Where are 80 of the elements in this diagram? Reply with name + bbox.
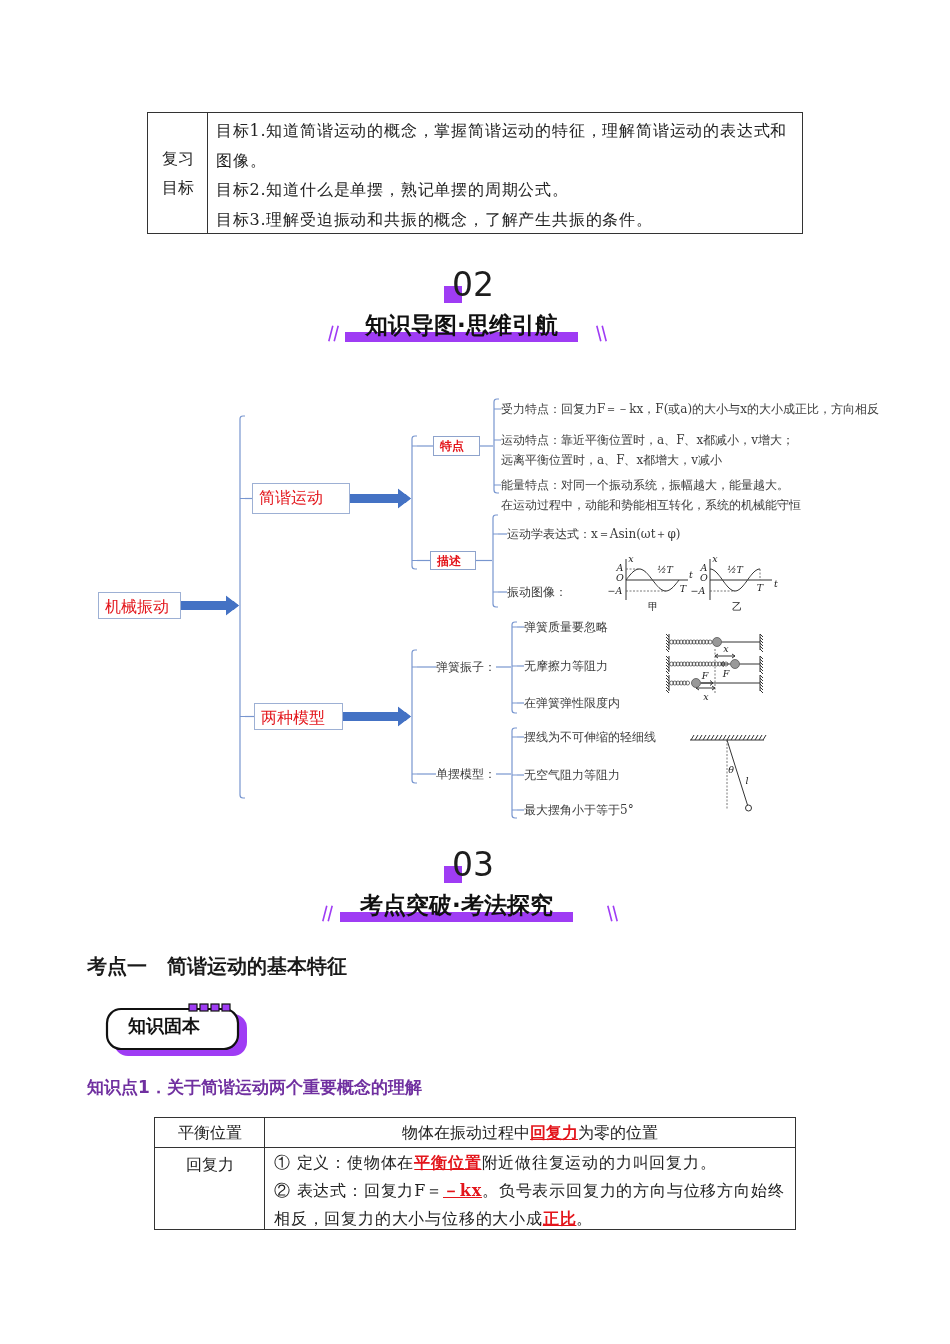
- bracket: [411, 435, 417, 570]
- block-arrow: [343, 706, 411, 727]
- connector-line: [479, 445, 494, 447]
- connector-line: [244, 497, 253, 500]
- bracket: [511, 621, 517, 714]
- tick-label: T: [756, 583, 764, 593]
- connector-line: [516, 774, 525, 776]
- connector-line: [495, 666, 512, 668]
- connector-line: [416, 773, 437, 775]
- block-arrow: [181, 595, 239, 616]
- tick-label: ½T: [727, 565, 743, 575]
- connector-line: [516, 702, 525, 704]
- connector-line: [475, 559, 493, 562]
- note-text: 单摆模型：: [436, 764, 496, 784]
- displacement-label: x: [723, 644, 729, 654]
- section-heading: 考点突破·考法探究: [340, 891, 573, 922]
- angle-label: θ: [728, 765, 734, 775]
- connector-line: [497, 591, 508, 593]
- topic-heading: 考点一 简谐运动的基本特征: [87, 953, 347, 979]
- topic-box: 机械振动: [98, 592, 181, 619]
- connector-line: [516, 665, 525, 667]
- note-text: 在运动过程中，动能和势能相互转化，系统的机械能守恒: [501, 497, 801, 514]
- connector-line: [497, 533, 508, 535]
- header-cell: 回复力: [154, 1147, 265, 1230]
- note-text: 最大摆角小于等于5°: [524, 800, 634, 820]
- note-text: 受力特点：回复力F＝－kx，F(或a)的大小与x的大小成正比，方向相反: [501, 399, 879, 419]
- bracket: [511, 727, 517, 819]
- bracket: [239, 415, 245, 799]
- connector-line: [416, 666, 437, 668]
- tick-label: A: [700, 563, 708, 573]
- graph-caption: 乙: [732, 600, 742, 612]
- topic-box: 简谐运动: [252, 483, 350, 514]
- length-label: l: [745, 776, 749, 786]
- connector-line: [498, 408, 502, 410]
- bracket: [492, 514, 498, 608]
- bracket: [493, 398, 499, 494]
- note-text: 无空气阻力等阻力: [524, 765, 620, 785]
- bracket: [411, 649, 417, 784]
- goal-text: 目标1.知道简谐运动的概念，掌握简谐运动的特征，理解简谐运动的表达式和图像。: [216, 120, 789, 172]
- section-heading: 知识导图·思维引航: [345, 311, 578, 342]
- displacement-label: x: [703, 692, 709, 702]
- note-text: 在弹簧弹性限度内: [524, 693, 620, 713]
- header-cell: 复习目标: [147, 112, 208, 234]
- connector-line: [416, 445, 434, 447]
- origin-label: O: [700, 573, 708, 583]
- note-text: 运动特点：靠近平衡位置时，a、F、x都减小，v增大；远离平衡位置时，a、F、x都增大，v减小: [501, 430, 797, 470]
- force-label: F: [701, 671, 709, 681]
- note-text: 弹簧质量要忽略: [524, 617, 608, 637]
- definition-text: ① 定义：使物体在平衡位置附近做往复运动的力叫回复力。: [274, 1152, 718, 1174]
- topic-box: 两种模型: [254, 703, 343, 730]
- subsection-heading: 知识点1．关于简谐运动两个重要概念的理解: [87, 1076, 422, 1098]
- note-text: 运动学表达式：x＝Asin(ωt＋φ): [507, 524, 681, 544]
- goal-text: 目标3.理解受迫振动和共振的概念，了解产生共振的条件。: [216, 208, 654, 231]
- tag-label: 知识固本: [128, 1015, 200, 1037]
- note-text: 能量特点：对同一个振动系统，振幅越大，能量越大。: [501, 477, 790, 494]
- force-label: F: [722, 669, 730, 679]
- connector-line: [516, 736, 525, 738]
- axis-label: x: [712, 554, 718, 564]
- axis-label: t: [689, 570, 693, 580]
- block-arrow: [350, 488, 411, 509]
- note-text: 弹簧振子：: [436, 657, 496, 677]
- header-cell: 平衡位置: [154, 1117, 265, 1148]
- connector-line: [516, 626, 525, 628]
- connector-line: [498, 439, 502, 441]
- connector-line: [244, 715, 255, 718]
- axis-label: t: [774, 579, 778, 589]
- connector-line: [416, 559, 431, 562]
- table-cell: 物体在振动过程中回复力为零的位置: [264, 1117, 796, 1148]
- goal-text: 目标2.知道什么是单摆，熟记单摆的周期公式。: [216, 179, 570, 201]
- note-text: 无摩擦力等阻力: [524, 656, 608, 676]
- definition-text: ② 表达式：回复力F＝－kx。负号表示回复力的方向与位移方向始终相反，回复力的大小与位移的大小成正比。: [274, 1180, 786, 1230]
- connector-line: [516, 809, 525, 811]
- note-text: 振动图像：: [507, 582, 567, 602]
- connector-line: [498, 484, 502, 486]
- tick-label: −A: [690, 586, 706, 596]
- subtopic-box: 描述: [430, 551, 476, 570]
- note-text: 摆线为不可伸缩的轻细线: [524, 727, 656, 747]
- subtopic-box: 特点: [433, 436, 480, 456]
- graph-caption: 甲: [648, 600, 658, 612]
- connector-line: [495, 773, 512, 775]
